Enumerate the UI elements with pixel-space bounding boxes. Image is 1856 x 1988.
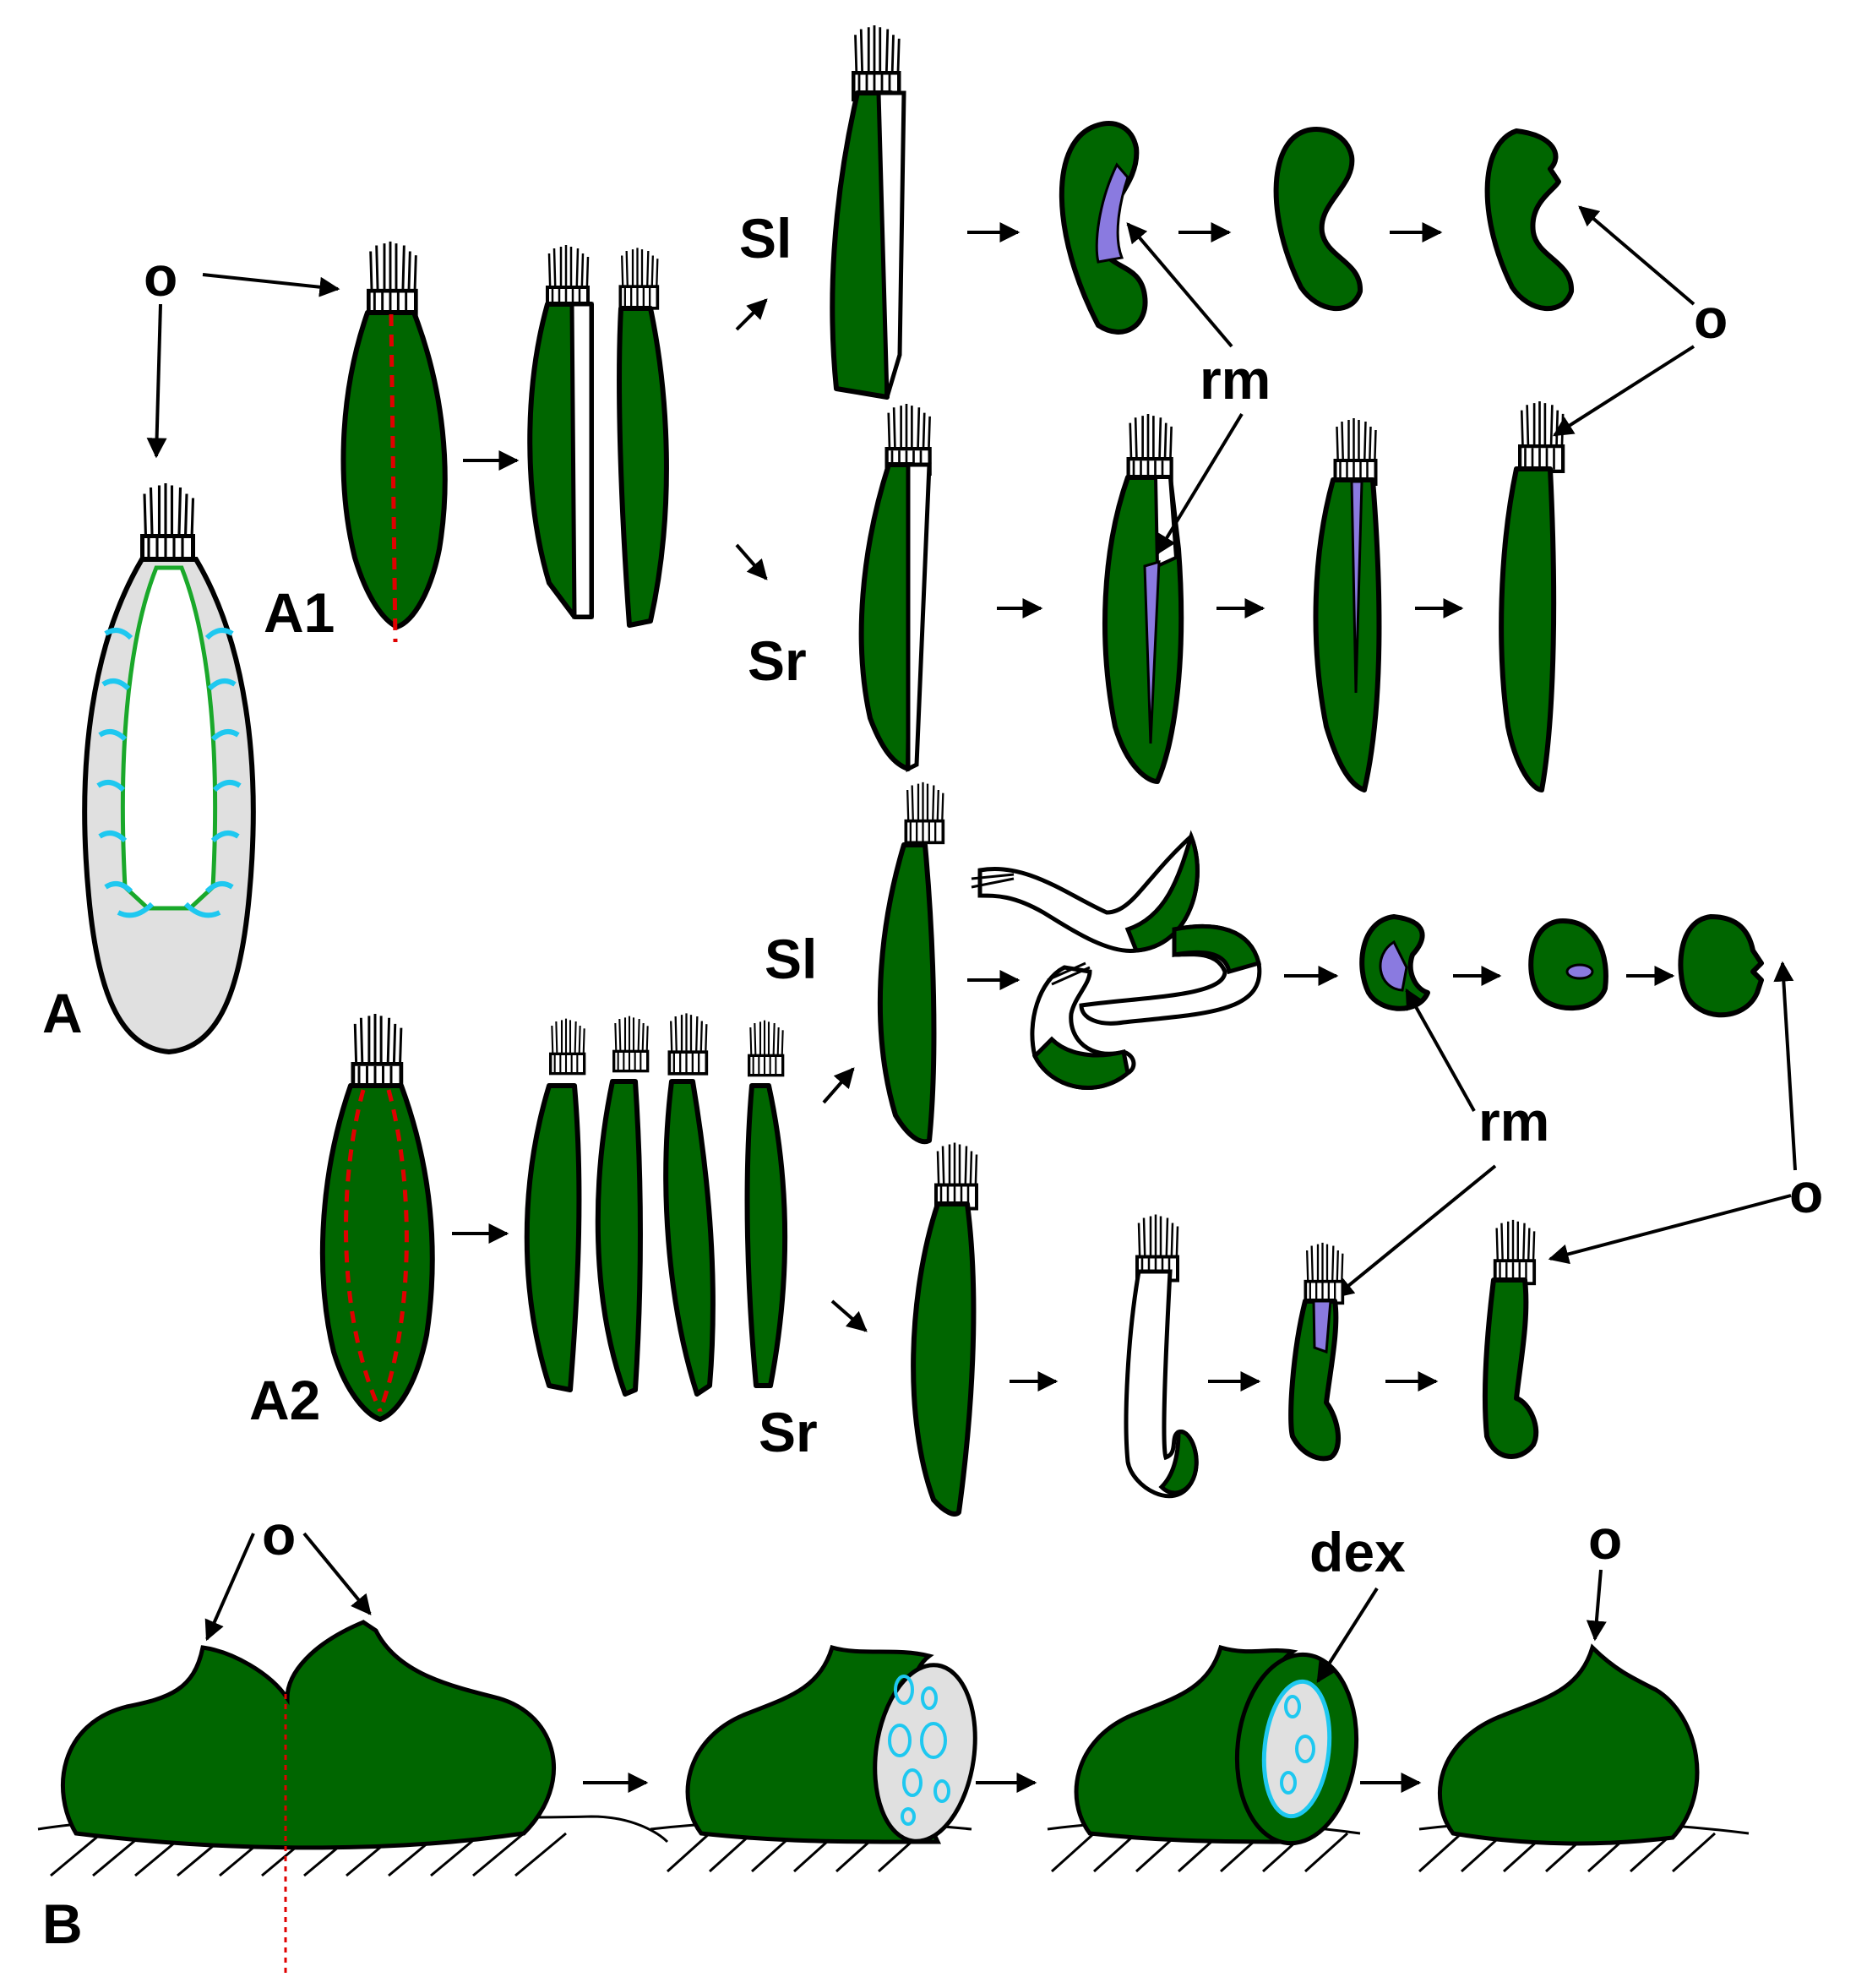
a1-split-halves [527, 245, 669, 628]
label-sl-top: Sl [739, 207, 792, 270]
sr-top-row [858, 401, 1563, 792]
label-sr-bottom: Sr [759, 1401, 818, 1463]
label-a1: A1 [264, 581, 335, 644]
a2-four-strips [524, 1013, 787, 1397]
sr-bottom-row [911, 1143, 1539, 1517]
sl-bottom-row [877, 782, 1764, 1145]
label-a2: A2 [249, 1369, 320, 1431]
label-o-1: o [144, 245, 177, 308]
label-sl-bottom: Sl [765, 928, 817, 990]
label-o-2: o [1694, 287, 1728, 350]
label-o-3: o [1789, 1162, 1823, 1224]
sl-top-row [830, 25, 1575, 400]
figure-b-sequence [37, 1620, 1750, 1977]
label-rm-1: rm [1200, 348, 1271, 411]
label-b: B [42, 1893, 83, 1955]
label-sr-top: Sr [748, 629, 807, 692]
label-rm-2: rm [1478, 1090, 1549, 1152]
label-a: A [42, 982, 83, 1044]
label-o-5: o [1588, 1508, 1622, 1571]
label-o-4: o [262, 1504, 296, 1566]
figure-a2-organism [319, 1014, 435, 1422]
figure-a1-organism [340, 242, 448, 643]
figure-a-section [82, 483, 256, 1055]
label-dex: dex [1309, 1521, 1406, 1583]
